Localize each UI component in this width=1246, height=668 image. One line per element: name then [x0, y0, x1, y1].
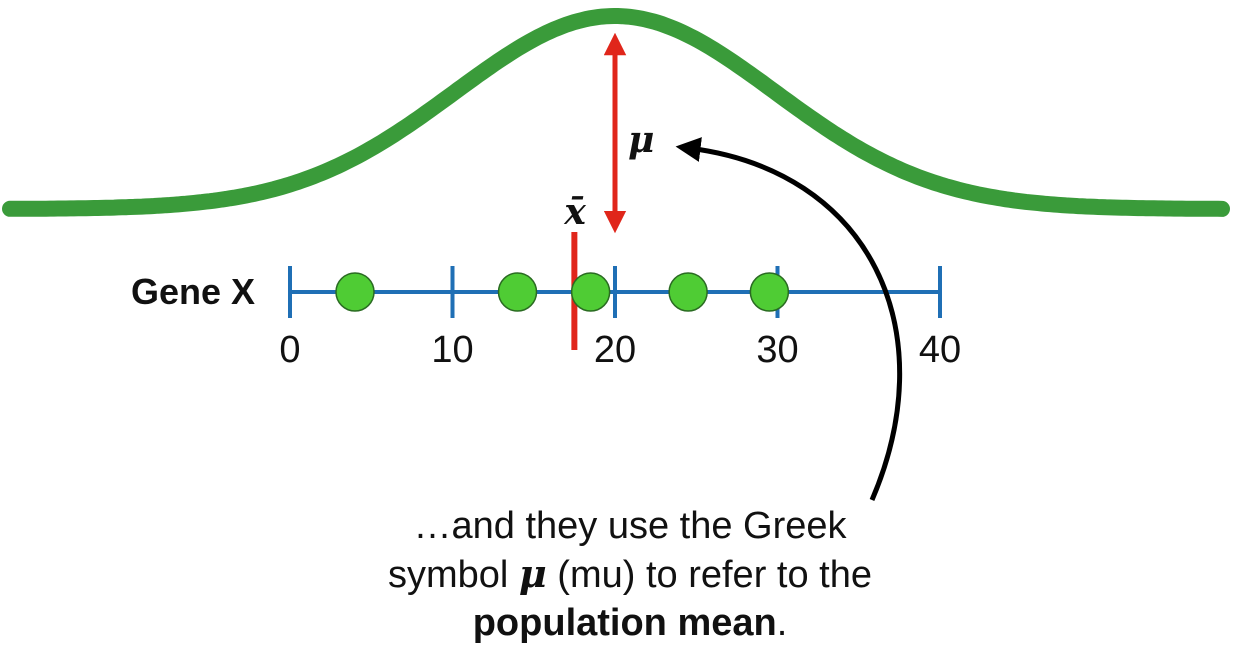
mu-symbol-label: μ [628, 119, 654, 161]
caption-line-2: symbol μ (mu) to refer to the [300, 550, 960, 599]
tick-label: 0 [279, 329, 300, 371]
sample-mean-symbol-label: x̄ [563, 191, 586, 233]
caption-line-3: population mean. [300, 599, 960, 647]
caption-mu-symbol: μ [518, 551, 547, 596]
caption-population-mean: population mean [472, 602, 777, 644]
tick-label: 20 [594, 329, 636, 371]
tick-label: 40 [919, 329, 961, 371]
data-point [749, 272, 790, 312]
caption-line-2-start: symbol [388, 554, 519, 596]
caption-text: …and they use the Greek symbol μ (mu) to… [300, 502, 960, 647]
tick-label: 30 [756, 329, 798, 371]
gene-x-number-line: 0 10 20 30 40 [279, 232, 961, 371]
data-point [668, 272, 708, 312]
caption-period: . [776, 602, 788, 644]
caption-line-1: …and they use the Greek [413, 505, 847, 547]
data-point [497, 272, 538, 312]
data-point [335, 272, 375, 312]
normal-distribution-curve [2, 8, 1230, 217]
caption-line-2-end: (mu) to refer to the [546, 554, 872, 596]
data-point [570, 272, 611, 312]
tick-label: 10 [431, 329, 473, 371]
axis-label-gene-x: Gene X [131, 271, 255, 312]
pointer-arrow [675, 137, 903, 501]
